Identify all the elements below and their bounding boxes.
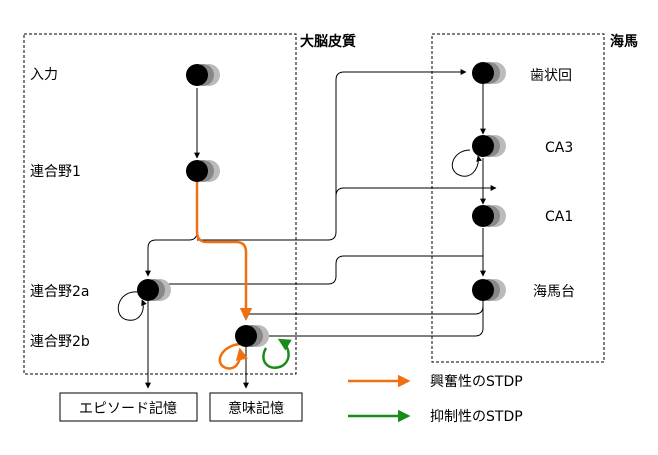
cortex-title: 大脳皮質	[300, 33, 356, 50]
legend-inhibitory-label: 抑制性のSTDP	[430, 409, 523, 425]
hippocampus-region	[431, 33, 605, 363]
neuron-assoc1	[186, 160, 220, 182]
neuron-subiculum	[472, 279, 506, 301]
label-ca1: CA1	[545, 209, 573, 225]
hippocampus-title: 海馬	[610, 33, 638, 50]
excitatory-self-loop	[218, 342, 249, 370]
legend-excitatory-label: 興奮性のSTDP	[430, 374, 523, 390]
episodic-memory-box	[59, 392, 198, 422]
neuron-dentate	[472, 62, 506, 84]
excitatory-connection	[195, 176, 253, 321]
label-assoc2a: 連合野2a	[30, 284, 90, 300]
semantic-memory-box	[209, 392, 303, 422]
neuron-ca1	[472, 205, 506, 227]
label-dentate: 歯状回	[530, 68, 572, 84]
neuron-input	[186, 64, 220, 86]
label-assoc2b: 連合野2b	[30, 334, 90, 350]
label-ca3: CA3	[545, 140, 573, 156]
neuron-assoc2b	[235, 325, 269, 347]
neuron-assoc2a	[137, 279, 171, 301]
inhibitory-self-loop	[262, 338, 292, 369]
legend: 興奮性のSTDP 抑制性のSTDP	[348, 374, 523, 425]
connections	[117, 69, 497, 389]
semantic-memory-label: 意味記憶	[228, 400, 284, 417]
episodic-memory-label: エピソード記憶	[79, 400, 177, 417]
neuron-ca3	[472, 135, 506, 157]
label-assoc1: 連合野1	[30, 164, 81, 180]
label-input: 入力	[30, 67, 58, 83]
cortex-region	[23, 33, 297, 375]
label-subiculum: 海馬台	[533, 284, 575, 300]
